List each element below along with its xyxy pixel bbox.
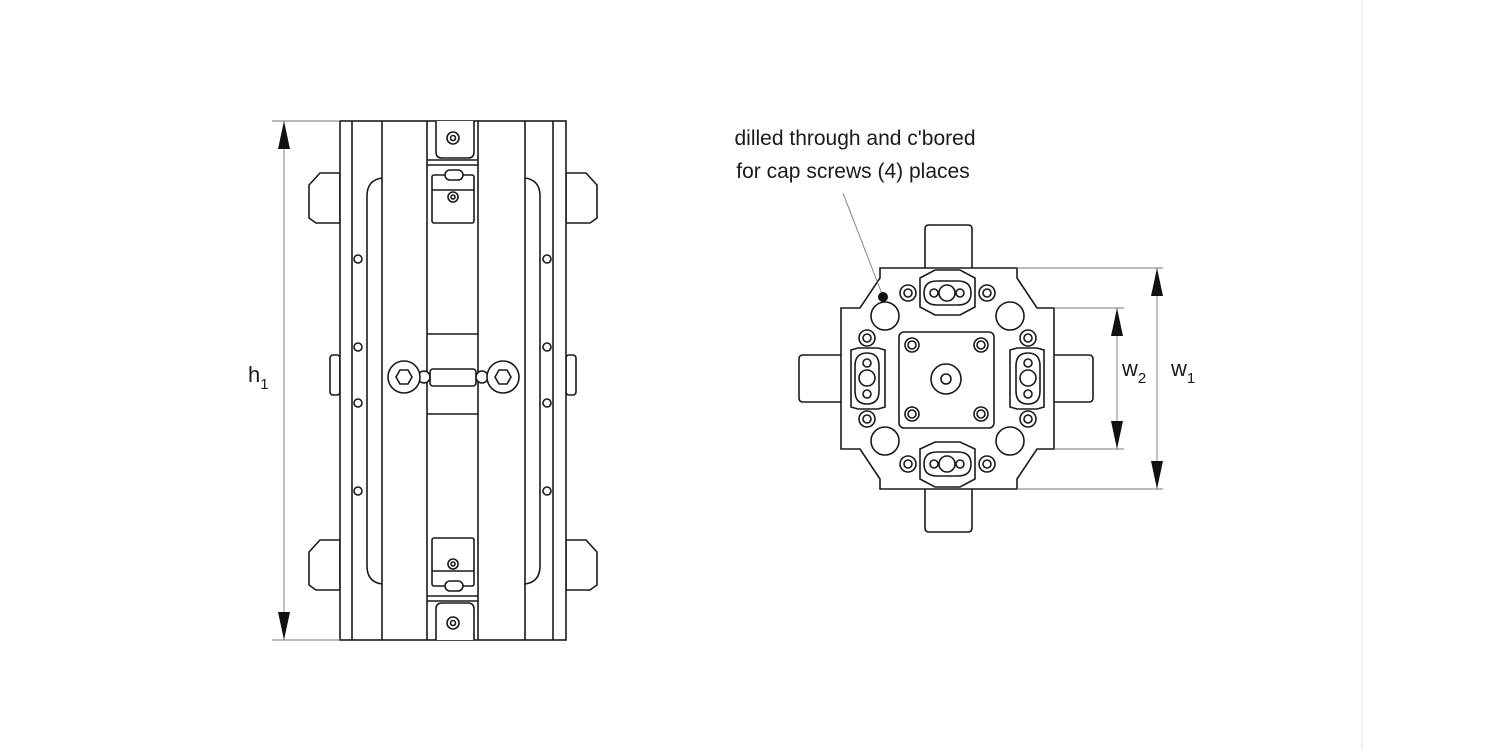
annotation-line-1: dilled through and c'bored (734, 127, 975, 150)
h1-dimension: h1 (248, 120, 340, 641)
screw-rings (858, 284, 1037, 473)
h1-label: h1 (248, 362, 269, 393)
w2-dimension: w2 (1054, 307, 1146, 450)
leader-dot (878, 292, 888, 302)
adjustment-screw (387, 360, 520, 394)
side-holes (353, 254, 552, 496)
top-view (798, 192, 1094, 533)
clamp-tabs (798, 224, 1094, 533)
w2-label: w2 (1121, 356, 1146, 387)
side-view (308, 120, 598, 641)
w1-label: w1 (1170, 356, 1195, 387)
annotation-line-2: for cap screws (4) places (736, 160, 969, 183)
leader-line (842, 192, 883, 295)
annotation-note: dilled through and c'bored for cap screw… (734, 127, 975, 183)
clamp-lobes (850, 269, 1045, 488)
w1-dimension: w1 (1017, 267, 1195, 490)
